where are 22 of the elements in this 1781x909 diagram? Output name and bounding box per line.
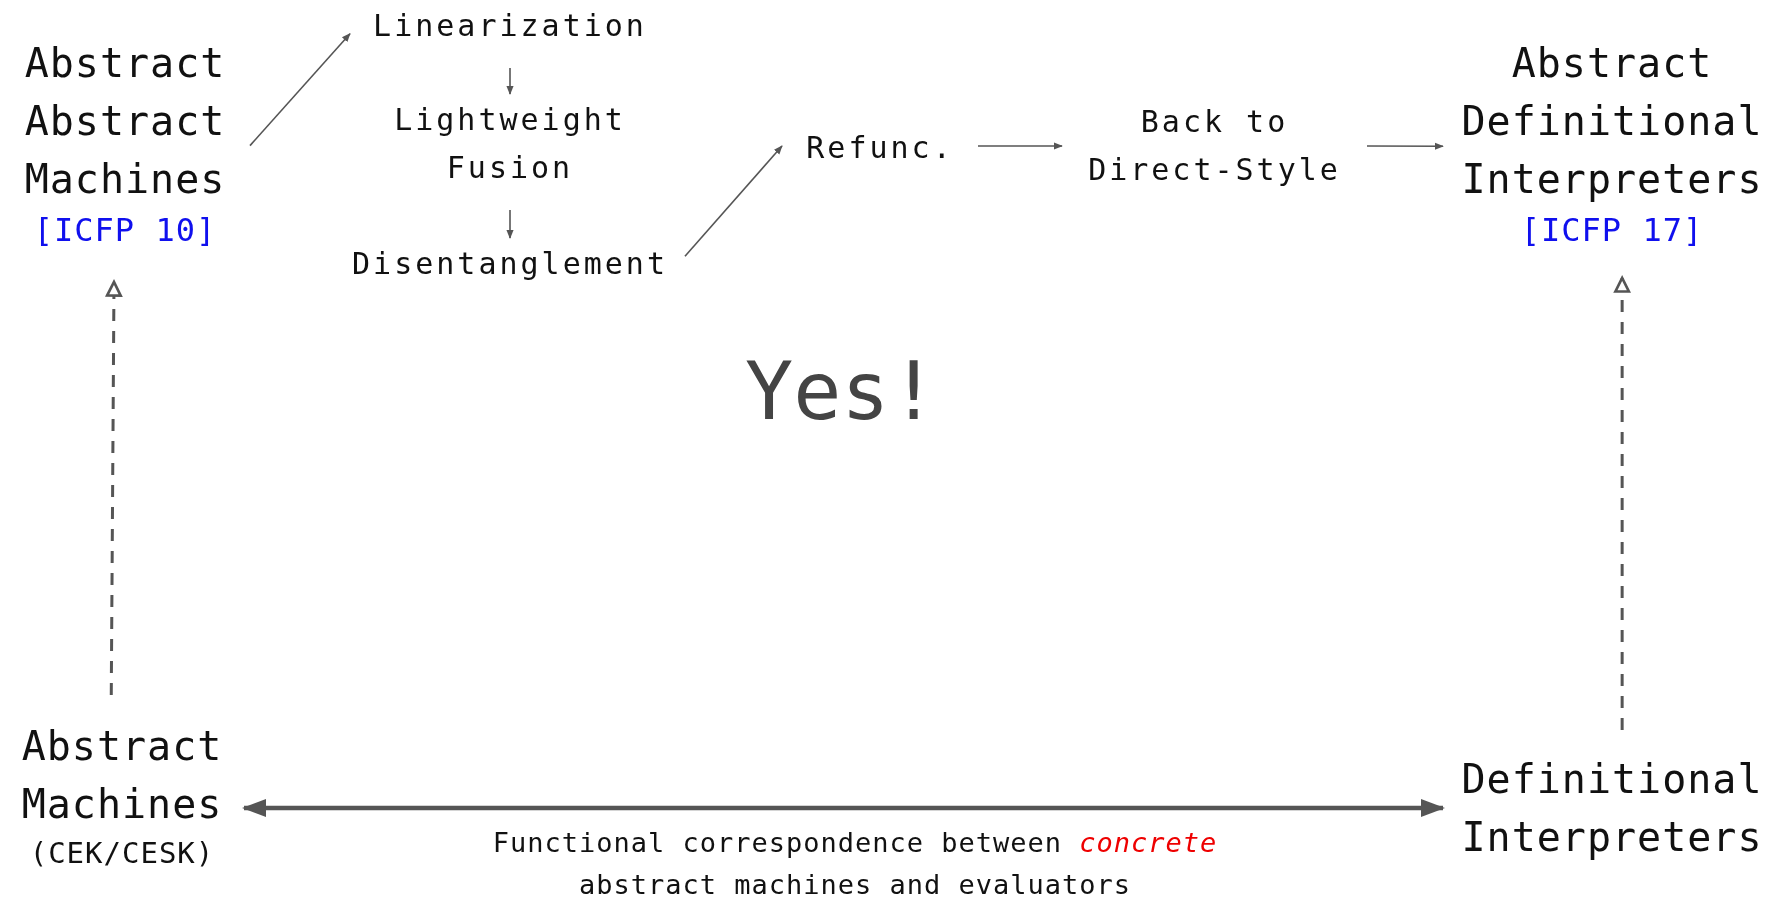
- arrow: [977, 142, 1063, 150]
- node-label: Refunc.: [806, 129, 954, 167]
- node-subtitle: (CEK/CESK): [29, 835, 215, 872]
- arrow: [1366, 142, 1444, 150]
- arrow: [506, 67, 514, 95]
- citation-text: [ICFP 17]: [1520, 210, 1704, 251]
- node-label: Back to Direct-Style: [1087, 103, 1342, 189]
- headline-text: Yes!: [745, 345, 938, 438]
- citation-text: [ICFP 10]: [33, 210, 217, 251]
- node-label: Abstract Definitional Interpreters: [1460, 39, 1764, 204]
- arrow: [249, 32, 351, 147]
- node-label: Definitional Interpreters: [1460, 755, 1764, 862]
- double-arrow: [242, 799, 1445, 818]
- node-label: Abstract Machines: [20, 722, 224, 829]
- node-label: Linearization: [373, 7, 647, 45]
- dashed-arrow: [105, 280, 122, 695]
- arrow: [506, 209, 514, 239]
- node-label: Abstract Abstract Machines: [23, 39, 227, 204]
- node-label: Lightweight Fusion: [393, 101, 627, 187]
- dashed-arrow: [1614, 276, 1631, 730]
- arrow: [684, 145, 783, 257]
- node-label: Disentanglement: [352, 245, 668, 283]
